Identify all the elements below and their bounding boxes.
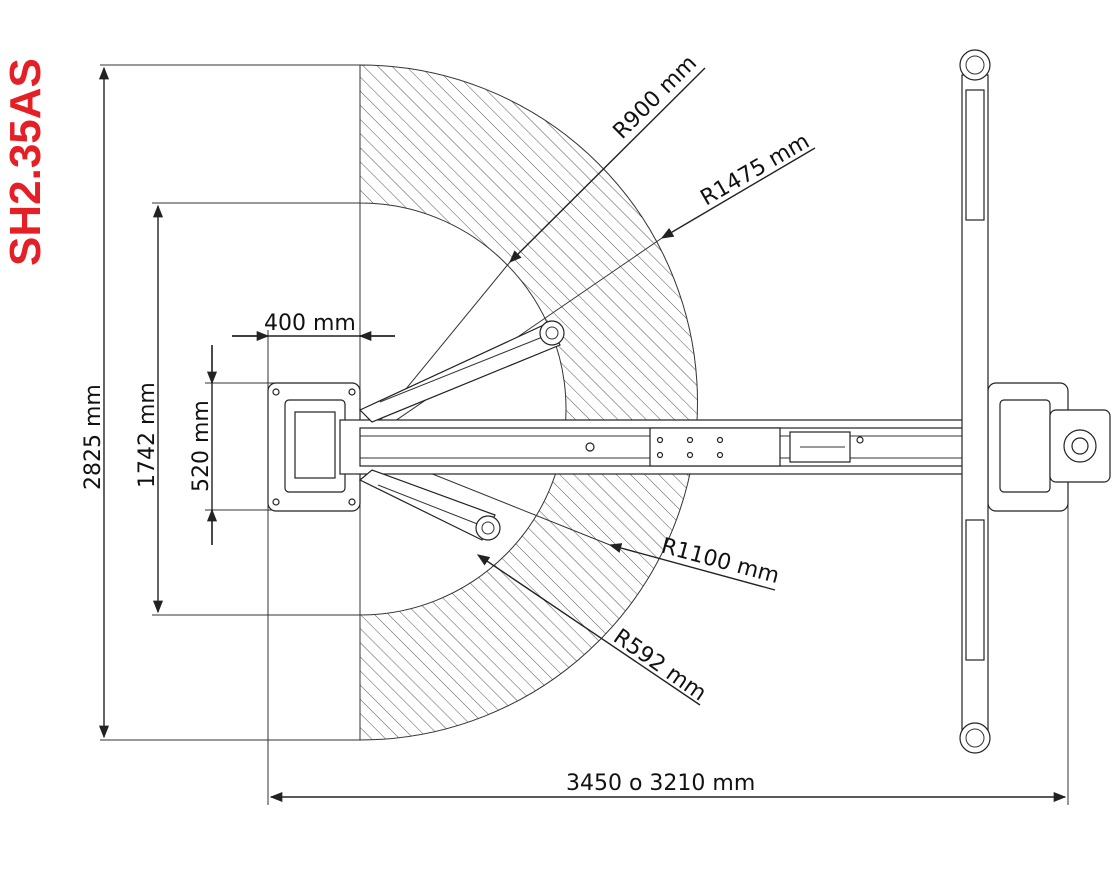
model-title: SH2.35AS: [1, 58, 50, 266]
offset-label: 400 mm: [264, 311, 356, 336]
right-bottom-pad: [959, 722, 991, 754]
left-lower-pad: [475, 515, 501, 541]
lift-structure: [267, 49, 1111, 754]
overall-height-label: 2825 mm: [81, 384, 106, 490]
radius-r1475-label: R1475 mm: [697, 129, 814, 211]
radius-r1100-label: R1100 mm: [658, 534, 781, 590]
overall-width-label: 3450 o 3210 mm: [566, 771, 755, 796]
right-top-pad: [959, 49, 991, 81]
left-upper-arm: [358, 322, 561, 423]
radius-r900-label: R900 mm: [609, 51, 702, 144]
left-upper-pad: [539, 320, 565, 346]
radius-leaders: [359, 67, 816, 706]
base-width-label: 520 mm: [189, 400, 214, 492]
inner-height-label: 1742 mm: [135, 382, 160, 488]
radius-r592-label: R592 mm: [609, 624, 711, 706]
dimension-lines: [98, 66, 1067, 803]
left-lower-arm: [358, 469, 496, 541]
